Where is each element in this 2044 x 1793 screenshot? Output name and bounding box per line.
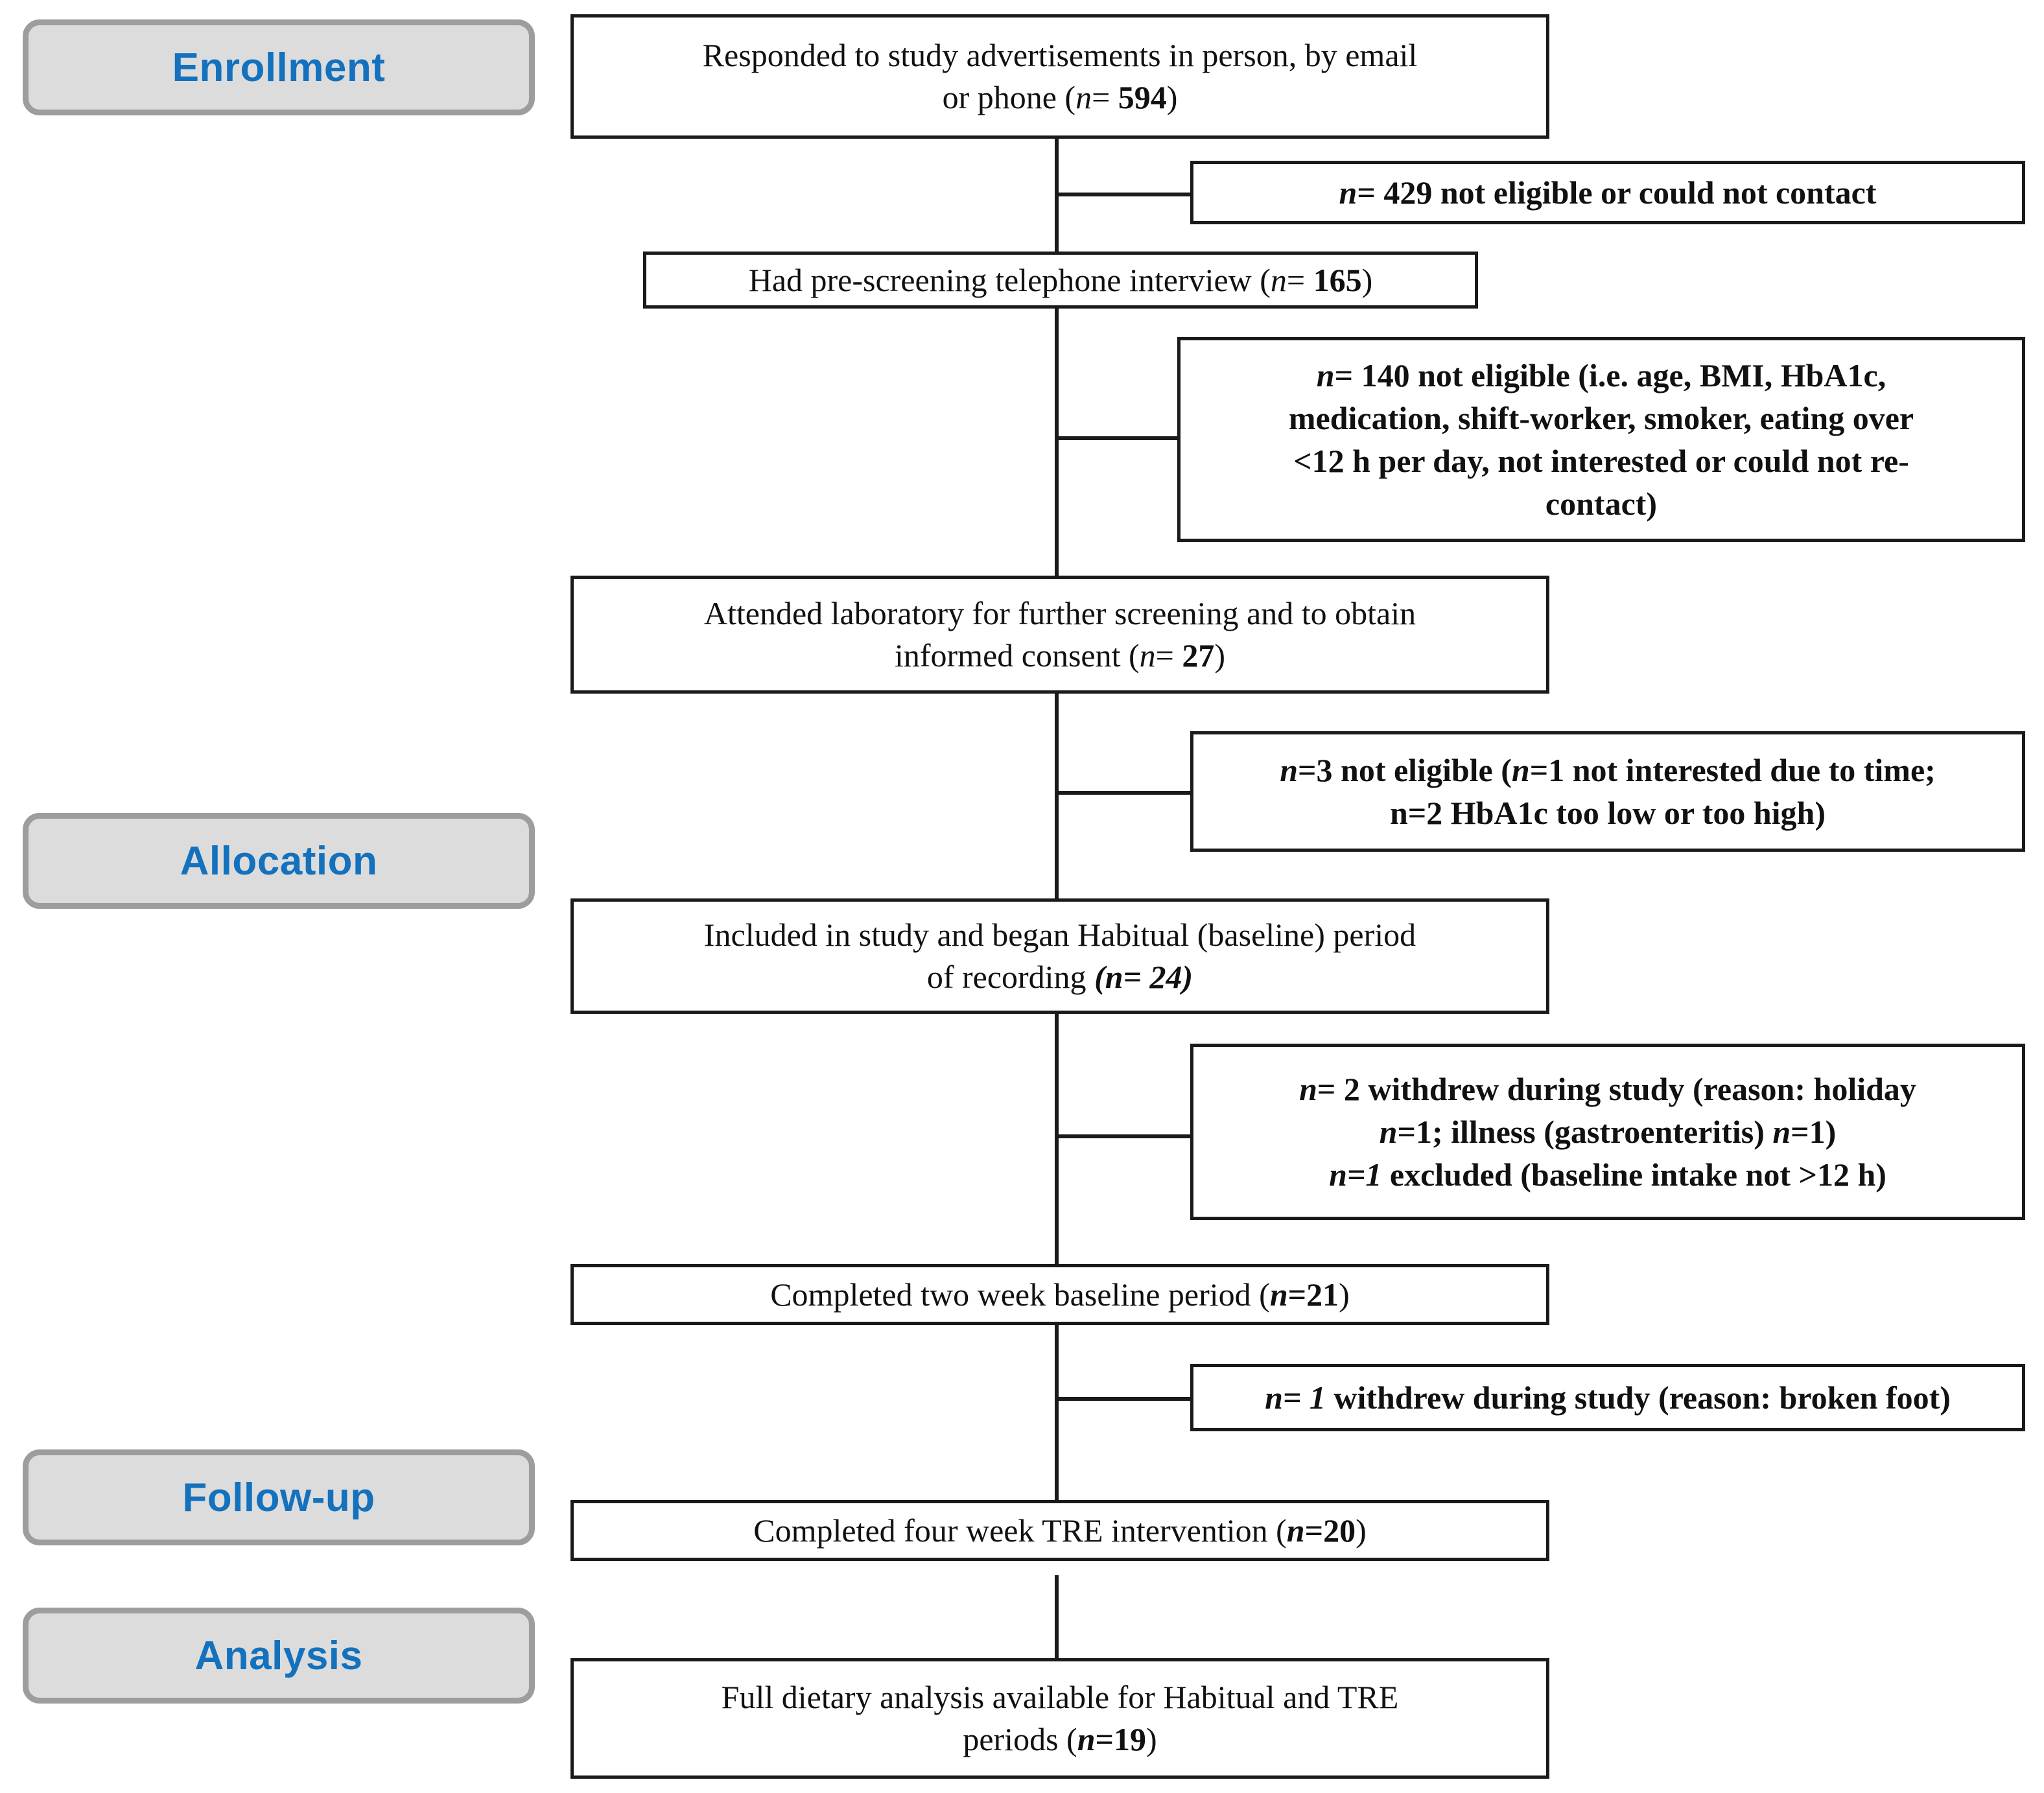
connector-vertical-4	[1055, 1013, 1059, 1265]
connector-vertical-5	[1055, 1324, 1059, 1501]
stage-chip-allocation-label: Allocation	[180, 838, 378, 884]
main-box-completed-baseline-text: Completed two week baseline period (n=21…	[770, 1276, 1350, 1313]
main-box-completed-tre-text: Completed four week TRE intervention (n=…	[753, 1512, 1367, 1549]
connector-vertical-6	[1055, 1575, 1059, 1659]
connector-branch-140	[1055, 436, 1191, 440]
stage-chip-analysis: Analysis	[23, 1608, 535, 1704]
stage-chip-enrollment: Enrollment	[23, 19, 535, 115]
stage-chip-analysis-label: Analysis	[194, 1633, 363, 1678]
exclusion-box-2-withdrew-text: n= 2 withdrew during study (reason: holi…	[1299, 1071, 1916, 1193]
exclusion-box-429: n= 429 not eligible or could not contact	[1190, 161, 2025, 224]
exclusion-box-2-withdrew: n= 2 withdrew during study (reason: holi…	[1190, 1044, 2025, 1220]
exclusion-box-1-broken-foot: n= 1 withdrew during study (reason: brok…	[1190, 1364, 2025, 1431]
stage-chip-enrollment-label: Enrollment	[172, 45, 386, 90]
main-box-completed-tre: Completed four week TRE intervention (n=…	[570, 1500, 1549, 1561]
main-box-included-habitual-text: Included in study and began Habitual (ba…	[703, 917, 1416, 995]
connector-branch-3	[1055, 791, 1191, 795]
stage-chip-allocation: Allocation	[23, 813, 535, 909]
exclusion-box-429-text: n= 429 not eligible or could not contact	[1339, 174, 1877, 211]
connector-branch-429	[1055, 193, 1191, 196]
main-box-included-habitual: Included in study and began Habitual (ba…	[570, 898, 1549, 1014]
main-box-prescreen: Had pre-screening telephone interview (n…	[643, 252, 1478, 309]
main-box-responded-text: Responded to study advertisements in per…	[702, 37, 1418, 115]
exclusion-box-3-text: n=3 not eligible (n=1 not interested due…	[1280, 752, 1936, 831]
main-box-prescreen-text: Had pre-screening telephone interview (n…	[748, 261, 1373, 298]
stage-chip-followup: Follow-up	[23, 1449, 535, 1545]
exclusion-box-3: n=3 not eligible (n=1 not interested due…	[1190, 731, 2025, 852]
main-box-responded: Responded to study advertisements in per…	[570, 14, 1549, 139]
exclusion-box-140: n= 140 not eligible (i.e. age, BMI, HbA1…	[1177, 337, 2025, 542]
connector-vertical-2	[1055, 306, 1059, 578]
stage-chip-followup-label: Follow-up	[182, 1475, 375, 1520]
main-box-attended-lab-text: Attended laboratory for further screenin…	[703, 595, 1416, 674]
exclusion-box-1-broken-foot-text: n= 1 withdrew during study (reason: brok…	[1265, 1379, 1951, 1416]
connector-branch-1	[1055, 1397, 1191, 1401]
main-box-attended-lab: Attended laboratory for further screenin…	[570, 576, 1549, 694]
main-box-completed-baseline: Completed two week baseline period (n=21…	[570, 1264, 1549, 1325]
main-box-full-analysis-text: Full dietary analysis available for Habi…	[721, 1679, 1399, 1757]
connector-vertical-3	[1055, 692, 1059, 900]
connector-branch-2	[1055, 1134, 1191, 1138]
exclusion-box-140-text: n= 140 not eligible (i.e. age, BMI, HbA1…	[1288, 357, 1914, 522]
main-box-full-analysis: Full dietary analysis available for Habi…	[570, 1658, 1549, 1779]
